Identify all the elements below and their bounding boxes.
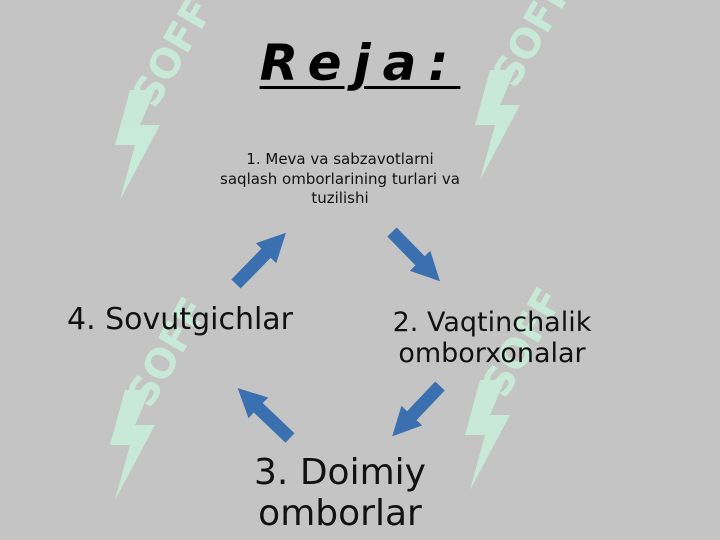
arrow-1-to-2 xyxy=(387,227,440,282)
cycle-item-2: 2. Vaqtinchalik omborxonalar xyxy=(392,307,592,370)
arrow-2-to-3 xyxy=(392,381,445,437)
cycle-item-1: 1. Meva va sabzavotlarni saqlash omborla… xyxy=(220,150,460,207)
cycle-item-3: 3. Doimiy omborlar xyxy=(254,452,426,535)
page-title-text: Reja: xyxy=(259,34,461,92)
arrow-3-to-4 xyxy=(237,388,295,443)
arrow-4-to-1 xyxy=(231,232,286,289)
page-title: Reja: xyxy=(0,34,720,92)
cycle-item-4: 4. Sovutgichlar xyxy=(66,302,294,337)
